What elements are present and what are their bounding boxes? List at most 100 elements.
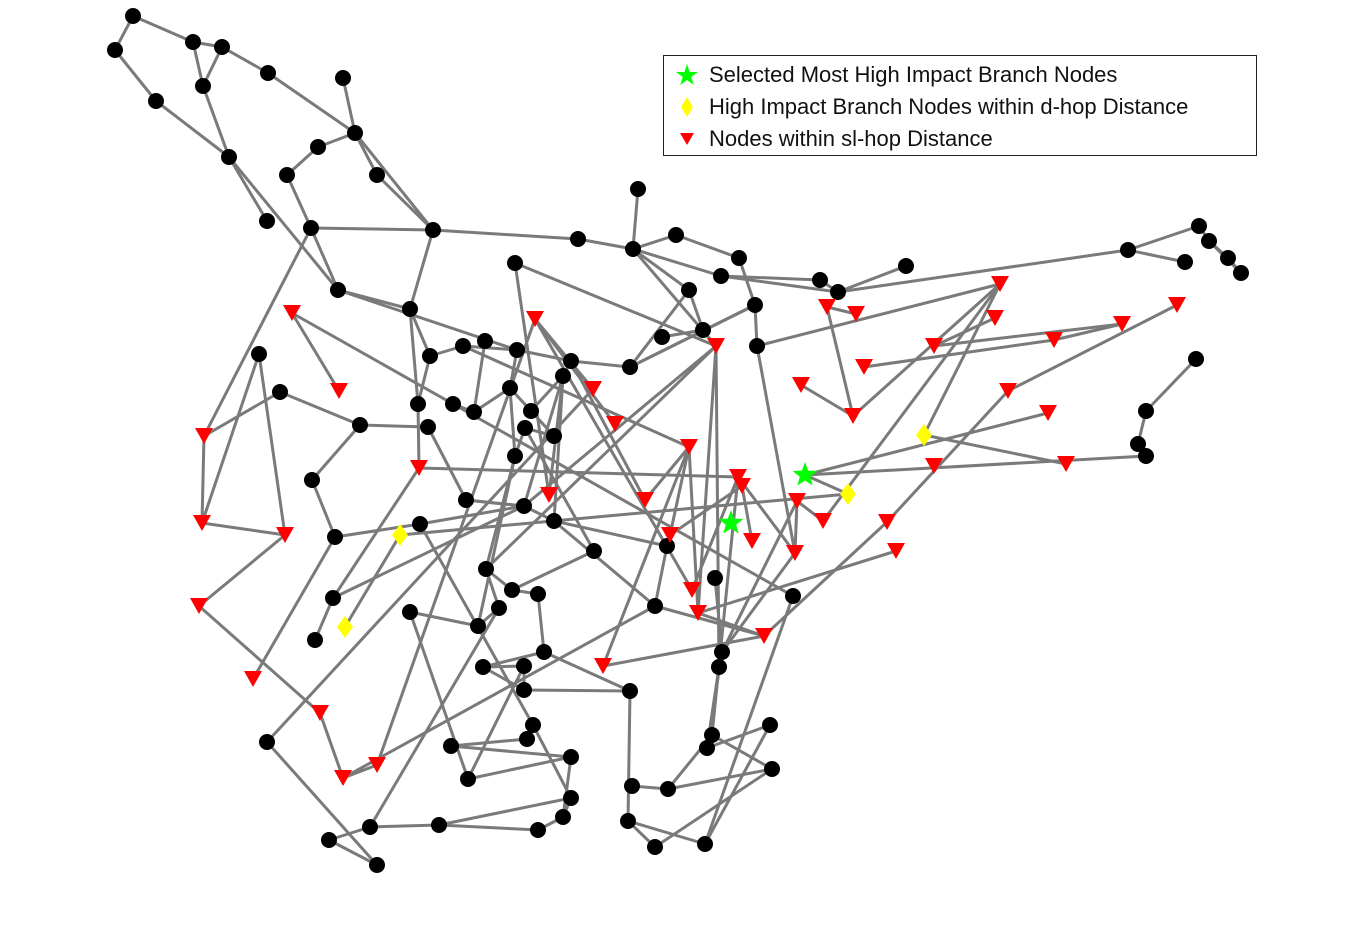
graph-edge xyxy=(201,521,286,537)
graph-edge xyxy=(800,383,854,418)
network-node xyxy=(310,139,326,155)
network-node xyxy=(747,297,763,313)
network-node xyxy=(659,538,675,554)
graph-edge xyxy=(227,156,340,291)
network-node xyxy=(668,227,684,243)
graph-edge xyxy=(821,283,1002,522)
graph-edge xyxy=(426,426,468,501)
sl-hop-node xyxy=(847,306,865,322)
graph-edge xyxy=(531,724,573,799)
sl-hop-node xyxy=(526,311,544,327)
graph-edge xyxy=(570,359,631,369)
sl-hop-node xyxy=(1039,405,1057,421)
network-node xyxy=(251,346,267,362)
graph-edge xyxy=(267,71,356,135)
network-node xyxy=(1220,250,1236,266)
network-node xyxy=(1188,351,1204,367)
sl-hop-node xyxy=(594,658,612,674)
sl-hop-node xyxy=(195,428,213,444)
graph-edge xyxy=(408,308,432,357)
network-node xyxy=(272,384,288,400)
sl-hop-node xyxy=(733,478,751,494)
red-triangle-icon xyxy=(680,133,694,145)
graph-edge xyxy=(643,446,691,501)
network-node xyxy=(279,167,295,183)
graph-edge xyxy=(343,534,402,628)
sl-hop-node xyxy=(855,359,873,375)
graph-edge xyxy=(755,345,797,554)
network-node xyxy=(555,368,571,384)
sl-hop-node xyxy=(334,770,352,786)
graph-edge xyxy=(553,519,656,608)
graph-edge xyxy=(359,423,429,429)
network-node xyxy=(530,586,546,602)
network-node xyxy=(303,220,319,236)
network-node xyxy=(749,338,765,354)
sl-hop-node xyxy=(788,493,806,509)
sl-hop-node xyxy=(584,381,602,397)
network-node xyxy=(530,822,546,838)
network-node xyxy=(517,420,533,436)
graph-edge xyxy=(1007,303,1178,393)
sl-hop-node xyxy=(410,460,428,476)
network-node xyxy=(570,231,586,247)
network-node xyxy=(714,644,730,660)
sl-hop-node xyxy=(680,439,698,455)
sl-hop-node xyxy=(368,757,386,773)
network-node xyxy=(699,740,715,756)
graph-edge xyxy=(536,593,546,653)
network-node xyxy=(1177,254,1193,270)
graph-edge xyxy=(369,823,440,829)
network-node xyxy=(660,781,676,797)
graph-edge xyxy=(1144,357,1198,413)
graph-edge xyxy=(756,282,1001,348)
network-node xyxy=(654,329,670,345)
high-impact-node xyxy=(840,483,856,505)
sl-hop-node xyxy=(999,383,1017,399)
network-node xyxy=(335,70,351,86)
yellow-diamond-icon xyxy=(681,97,693,117)
graph-edge xyxy=(737,257,757,306)
graph-edge xyxy=(203,390,281,438)
network-node xyxy=(410,396,426,412)
graph-edge xyxy=(155,99,230,159)
network-node xyxy=(214,39,230,55)
network-node xyxy=(620,813,636,829)
graph-edge xyxy=(675,233,740,260)
network-node xyxy=(445,396,461,412)
sl-hop-node xyxy=(792,377,810,393)
network-node xyxy=(475,659,491,675)
network-node xyxy=(563,790,579,806)
graph-edge xyxy=(279,390,361,427)
network-node xyxy=(762,717,778,733)
graph-edge xyxy=(202,227,313,437)
graph-edge xyxy=(628,289,691,368)
graph-edge xyxy=(697,549,897,615)
network-node xyxy=(347,125,363,141)
selected-branch-node xyxy=(792,462,818,486)
graph-edge xyxy=(569,360,647,501)
network-node xyxy=(507,255,523,271)
network-node xyxy=(195,78,211,94)
network-node xyxy=(420,419,436,435)
graph-edge xyxy=(285,174,313,229)
graph-edge xyxy=(465,498,525,508)
network-node xyxy=(516,682,532,698)
graph-edge xyxy=(740,485,754,542)
graph-edge xyxy=(720,274,839,294)
network-node xyxy=(519,731,535,747)
graph-edge xyxy=(516,348,572,363)
graph-edge xyxy=(933,322,1123,348)
sl-hop-node xyxy=(283,305,301,321)
network-node xyxy=(185,34,201,50)
graph-edge xyxy=(654,767,773,849)
network-node xyxy=(516,498,532,514)
sl-hop-node xyxy=(878,514,896,530)
high-impact-node xyxy=(337,616,353,638)
graph-edge xyxy=(375,173,435,232)
network-node xyxy=(731,250,747,266)
network-node xyxy=(647,598,663,614)
graph-edge xyxy=(408,308,420,405)
graph-edge xyxy=(626,690,632,822)
